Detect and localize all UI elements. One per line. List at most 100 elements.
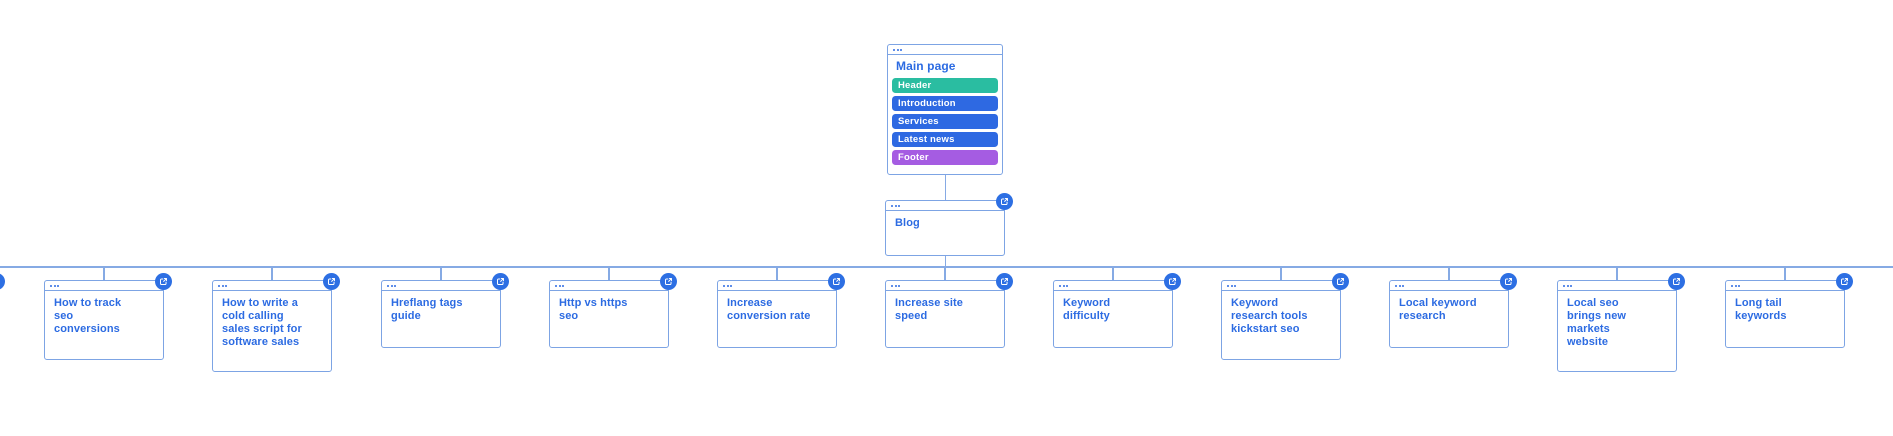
card-page[interactable]: Http vs https seo: [549, 272, 677, 348]
card-menu-button[interactable]: [1558, 281, 1676, 291]
ellipsis-dots-icon: [900, 48, 902, 51]
page-title: Blog: [895, 217, 920, 229]
ellipsis-dots-icon: [1234, 284, 1236, 287]
ellipsis-dots-icon: [1738, 284, 1740, 287]
open-page-button[interactable]: [827, 272, 845, 290]
card-menu-button[interactable]: [550, 281, 668, 291]
card-menu-button[interactable]: [382, 281, 500, 291]
external-link-icon: [832, 277, 840, 285]
card-menu-button[interactable]: [1054, 281, 1172, 291]
card-menu-button[interactable]: [1390, 281, 1508, 291]
ellipsis-dots-icon: [1731, 284, 1733, 287]
open-page-button[interactable]: [1163, 272, 1181, 290]
open-page-button[interactable]: [0, 272, 5, 290]
connector-rail: [0, 266, 1893, 268]
ellipsis-dots-icon: [387, 284, 389, 287]
card-menu-button[interactable]: [718, 281, 836, 291]
card-menu-button[interactable]: [1726, 281, 1844, 291]
ellipsis-dots-icon: [898, 204, 900, 207]
external-link-icon: [1840, 277, 1848, 285]
ellipsis-dots-icon: [1059, 284, 1061, 287]
ellipsis-dots-icon: [1734, 284, 1737, 287]
ellipsis-dots-icon: [898, 284, 900, 287]
connector-drop: [1616, 267, 1618, 280]
page-title: Long tail keywords: [1735, 297, 1787, 322]
external-link-icon: [1168, 277, 1176, 285]
ellipsis-dots-icon: [1066, 284, 1068, 287]
open-page-button[interactable]: [659, 272, 677, 290]
page-title: Local seo brings new markets website: [1567, 297, 1627, 348]
open-page-button[interactable]: [322, 272, 340, 290]
card-page[interactable]: Keyword difficulty: [1053, 272, 1181, 348]
ellipsis-dots-icon: [1227, 284, 1229, 287]
open-page-button[interactable]: [1499, 272, 1517, 290]
external-link-icon: [1000, 277, 1008, 285]
connector-drop: [103, 267, 105, 280]
ellipsis-dots-icon: [555, 284, 557, 287]
ellipsis-dots-icon: [558, 284, 561, 287]
ellipsis-dots-icon: [53, 284, 56, 287]
ellipsis-dots-icon: [218, 284, 220, 287]
open-page-button[interactable]: [1835, 272, 1853, 290]
ellipsis-dots-icon: [1566, 284, 1569, 287]
ellipsis-dots-icon: [723, 284, 725, 287]
card-menu-button[interactable]: [1222, 281, 1340, 291]
external-link-icon: [1672, 277, 1680, 285]
ellipsis-dots-icon: [50, 284, 52, 287]
page-title: Hreflang tags guide: [391, 297, 463, 322]
external-link-icon: [159, 277, 167, 285]
card-menu-button[interactable]: [886, 281, 1004, 291]
connector-drop: [776, 267, 778, 280]
section-block[interactable]: Introduction: [892, 96, 998, 111]
connector-drop: [1280, 267, 1282, 280]
card-menu-button[interactable]: [45, 281, 163, 291]
ellipsis-dots-icon: [896, 48, 899, 51]
card-menu-button[interactable]: [888, 45, 1002, 55]
open-page-button[interactable]: [995, 272, 1013, 290]
card-page[interactable]: Local keyword research: [1389, 272, 1517, 348]
card-page[interactable]: Increase site speed: [885, 272, 1013, 348]
open-page-button[interactable]: [995, 192, 1013, 210]
connector-drop: [944, 267, 946, 280]
external-link-icon: [327, 277, 335, 285]
ellipsis-dots-icon: [891, 284, 893, 287]
connector-drop: [1448, 267, 1450, 280]
card-page[interactable]: How to write a cold calling sales script…: [212, 272, 340, 372]
card-page[interactable]: Increase conversion rate: [717, 272, 845, 348]
page-sections: Header Introduction Services Latest news…: [892, 78, 998, 165]
card-menu-button[interactable]: [886, 201, 1004, 211]
open-page-button[interactable]: [154, 272, 172, 290]
open-page-button[interactable]: [1331, 272, 1349, 290]
page-title: How to write a cold calling sales script…: [222, 297, 302, 348]
external-link-icon: [664, 277, 672, 285]
page-title: Increase site speed: [895, 297, 963, 322]
open-page-button[interactable]: [1667, 272, 1685, 290]
card-page[interactable]: Keyword research tools kickstart seo: [1221, 272, 1349, 360]
ellipsis-dots-icon: [394, 284, 396, 287]
ellipsis-dots-icon: [730, 284, 732, 287]
card-main-page[interactable]: Main page Header Introduction Services L…: [887, 44, 1003, 175]
card-menu-button[interactable]: [213, 281, 331, 291]
section-block[interactable]: Latest news: [892, 132, 998, 147]
section-block[interactable]: Footer: [892, 150, 998, 165]
card-page[interactable]: Long tail keywords: [1725, 272, 1853, 348]
external-link-icon: [1336, 277, 1344, 285]
external-link-icon: [496, 277, 504, 285]
card-page[interactable]: How to track seo conversions: [44, 272, 172, 360]
connector-drop: [271, 267, 273, 280]
external-link-icon: [0, 277, 1, 286]
ellipsis-dots-icon: [1398, 284, 1401, 287]
page-title: Http vs https seo: [559, 297, 628, 322]
connector-drop: [440, 267, 442, 280]
card-blog[interactable]: Blog: [885, 192, 1013, 256]
page-title: Local keyword research: [1399, 297, 1477, 322]
section-block[interactable]: Services: [892, 114, 998, 129]
section-block[interactable]: Header: [892, 78, 998, 93]
card-page[interactable]: Local seo brings new markets website: [1557, 272, 1685, 372]
ellipsis-dots-icon: [891, 204, 893, 207]
ellipsis-dots-icon: [221, 284, 224, 287]
card-page[interactable]: Hreflang tags guide: [381, 272, 509, 348]
page-title: Main page: [896, 59, 956, 73]
open-page-button[interactable]: [491, 272, 509, 290]
